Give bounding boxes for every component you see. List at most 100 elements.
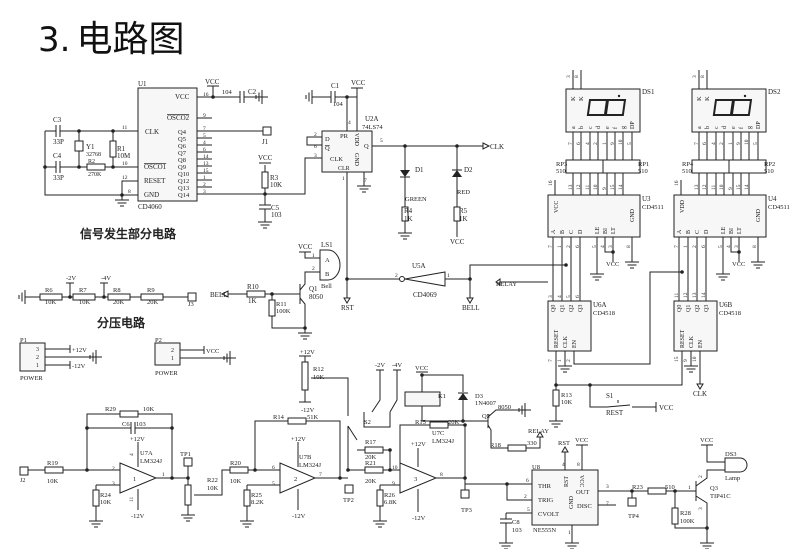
label-display_section-u6b_top_pins-2: 13 xyxy=(692,292,698,298)
label-signal_section-u2_clr: CLR xyxy=(338,166,350,172)
label-display_section-segments-0: a xyxy=(697,126,703,129)
label-display_section-decoder_in_labels-1: B xyxy=(560,230,566,234)
wire xyxy=(730,237,740,253)
resistor xyxy=(109,140,117,158)
label-common-vcc: VCC xyxy=(258,154,273,162)
label-bell_section-u5: U5A xyxy=(412,262,426,270)
label-timer_section-q3: Q3 xyxy=(710,485,718,492)
label-common-c103: 103 xyxy=(512,527,522,534)
label-signal_section-r5: R5 xyxy=(459,207,468,215)
label-display_section-counter_ctrl-0: RESET xyxy=(680,329,686,348)
label-display_section-decoder_out_pins-3: 10 xyxy=(719,184,725,190)
label-common-p12: +12V xyxy=(411,441,426,448)
label-display_section-decoder_out_pins-0: 13 xyxy=(568,184,574,190)
wire xyxy=(138,413,173,477)
label-analog_section-opamp_units-2: 3 xyxy=(414,476,417,483)
label-common-k10: 10K xyxy=(561,399,573,406)
label-common-cd4518: CD4518 xyxy=(593,310,615,317)
wire xyxy=(371,370,381,413)
label-signal_section-r3: R3 xyxy=(270,174,279,182)
label-display_section-segments-3: d xyxy=(596,126,602,129)
led-d1 xyxy=(400,170,410,177)
label-signal_section-u1_right_pins-10: 2 xyxy=(203,182,206,188)
label-signal_section-u1_outputs-8: Q13 xyxy=(178,185,189,192)
wire xyxy=(695,495,708,540)
label-display_section-decoder_out_pins-3: 10 xyxy=(593,184,599,190)
label-display_section-decoder_out_pins-4: 9 xyxy=(728,187,734,190)
label-display_section-rp2: RP2 xyxy=(764,161,775,168)
label-signal_section-y1_value: 32768 xyxy=(86,152,101,158)
label-display_section-segments-0: a xyxy=(571,126,577,129)
label-divider_section-r9: R9 xyxy=(147,287,155,294)
label-display_section-ds_seg_pins-3: 2 xyxy=(593,142,599,145)
label-analog_section-opamp_units-1: 2 xyxy=(294,476,297,483)
label-common-c103: 103 xyxy=(136,421,146,428)
label-display_section-u6a: U6A xyxy=(593,301,607,309)
label-display_section-common_k: K xyxy=(578,96,585,101)
op-amp xyxy=(399,462,438,494)
label-analog_section-u7c_pins-1: 9 xyxy=(392,481,395,487)
label-bell_section-ls1_pins-1: 2 xyxy=(312,266,315,272)
label-common-c104: 104 xyxy=(333,101,344,108)
label-display_section-ds_seg_pins-7: 5 xyxy=(627,142,633,145)
port-arrow xyxy=(696,383,704,390)
resistor xyxy=(602,159,641,174)
label-common-vcc: VCC xyxy=(732,261,745,268)
label-signal_section-u2_pins-0: 4 xyxy=(348,120,351,126)
label-signal_section-u1_right_pins-8: 15 xyxy=(203,168,209,174)
resistor xyxy=(671,507,679,525)
label-display_section-common_k: K xyxy=(696,96,703,101)
label-analog_section-u7a_pins-2: 1 xyxy=(162,472,165,478)
label-display_section-segments-1: b xyxy=(579,126,585,129)
label-common-k20: 20K xyxy=(448,419,460,426)
title-text: 电路图 xyxy=(76,19,185,60)
label-timer_section-q3_part: TIP41C xyxy=(710,493,731,500)
label-signal_section-u1: U1 xyxy=(138,80,147,88)
digit xyxy=(604,99,627,116)
port-arrow xyxy=(561,446,569,453)
label-common-k20: 20K xyxy=(113,299,125,306)
label-signal_section-r1: R1 xyxy=(117,145,126,153)
label-display_section-counter_q-1: Q1 xyxy=(686,305,692,312)
label-timer_section-out: OUT xyxy=(576,489,589,496)
label-timer_section-u8_part: NE555N xyxy=(533,527,556,534)
label-signal_section-u2_q: Q xyxy=(364,143,369,150)
label-common-m4: -4V xyxy=(101,275,111,282)
label-common-lm324: LM324J xyxy=(140,458,163,465)
label-signal_section-r2_value: 270K xyxy=(88,172,102,178)
label-signal_section-u2_pins-6: 7 xyxy=(364,178,367,184)
label-common-r510: 510 xyxy=(638,168,648,175)
label-signal_section-u2_clk: CLK xyxy=(330,156,343,163)
label-timer_section-gnd: GND xyxy=(569,495,575,509)
label-analog_section-r14_value: 51K xyxy=(307,414,319,421)
label-timer_section-cvolt: CVOLT xyxy=(538,511,559,518)
label-common-cd4518: CD4518 xyxy=(719,310,741,317)
label-common-rst: RST xyxy=(341,304,355,312)
label-common-k10: 10K xyxy=(100,499,112,506)
label-analog_section-r24: R24 xyxy=(100,492,112,499)
label-bell_section-u5_pins-1: 1 xyxy=(447,273,450,279)
label-display_section-counter_ctrl-1: CLK xyxy=(689,335,695,348)
timer-u8 xyxy=(531,469,599,526)
label-signal_section-u2_pr: PR xyxy=(340,133,349,140)
wire xyxy=(347,425,358,441)
label-signal_section-u1_right_pins-2: 7 xyxy=(203,126,206,132)
label-display_section-common_k: K xyxy=(704,96,711,101)
label-headings-signal: 信号发生部分电路 xyxy=(80,226,177,241)
label-display_section-decoder_in_pins-5: 4 xyxy=(726,245,732,248)
label-display_section-decoder_out_pins-5: 15 xyxy=(736,184,742,190)
label-common-k10: 10K xyxy=(79,299,91,306)
label-signal_section-d1: D1 xyxy=(415,166,424,174)
label-display_section-decoder_out_pins-2: 11 xyxy=(711,184,717,190)
label-analog_section-r18: R18 xyxy=(490,442,501,449)
label-display_section-decoder_vdd_pin: 16 xyxy=(674,180,680,186)
label-timer_section-q3_pins-1: 2 xyxy=(698,475,704,478)
junction-dot xyxy=(388,448,392,452)
label-display_section-ds_common_pins-0: 3 xyxy=(566,75,572,78)
wire xyxy=(212,157,322,195)
label-timer_section-q3_pins-2: 3 xyxy=(698,507,704,510)
label-common-bell: BELL xyxy=(462,304,480,312)
label-display_section-rp4: RP4 xyxy=(682,161,694,168)
label-display_section-decoder_in_labels-2: C xyxy=(695,230,701,234)
label-display_section-counter_q-3: Q3 xyxy=(704,305,710,312)
